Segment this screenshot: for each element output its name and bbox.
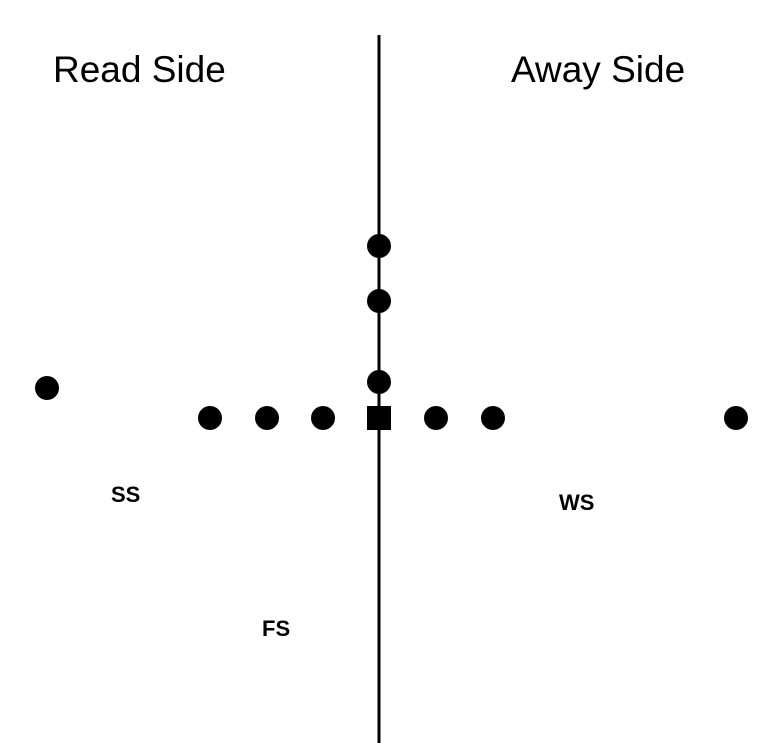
away-side-label: Away Side (511, 49, 685, 90)
player-marker (724, 406, 748, 430)
player-marker (311, 406, 335, 430)
player-marker (481, 406, 505, 430)
player-marker (367, 234, 391, 258)
player-marker (367, 370, 391, 394)
player-marker (198, 406, 222, 430)
player-marker (367, 289, 391, 313)
fs-label: FS (262, 616, 290, 641)
player-marker (424, 406, 448, 430)
ws-label: WS (559, 490, 594, 515)
read-side-label: Read Side (53, 49, 226, 90)
player-marker (255, 406, 279, 430)
center-marker (367, 406, 391, 430)
ss-label: SS (111, 482, 140, 507)
player-marker (35, 376, 59, 400)
